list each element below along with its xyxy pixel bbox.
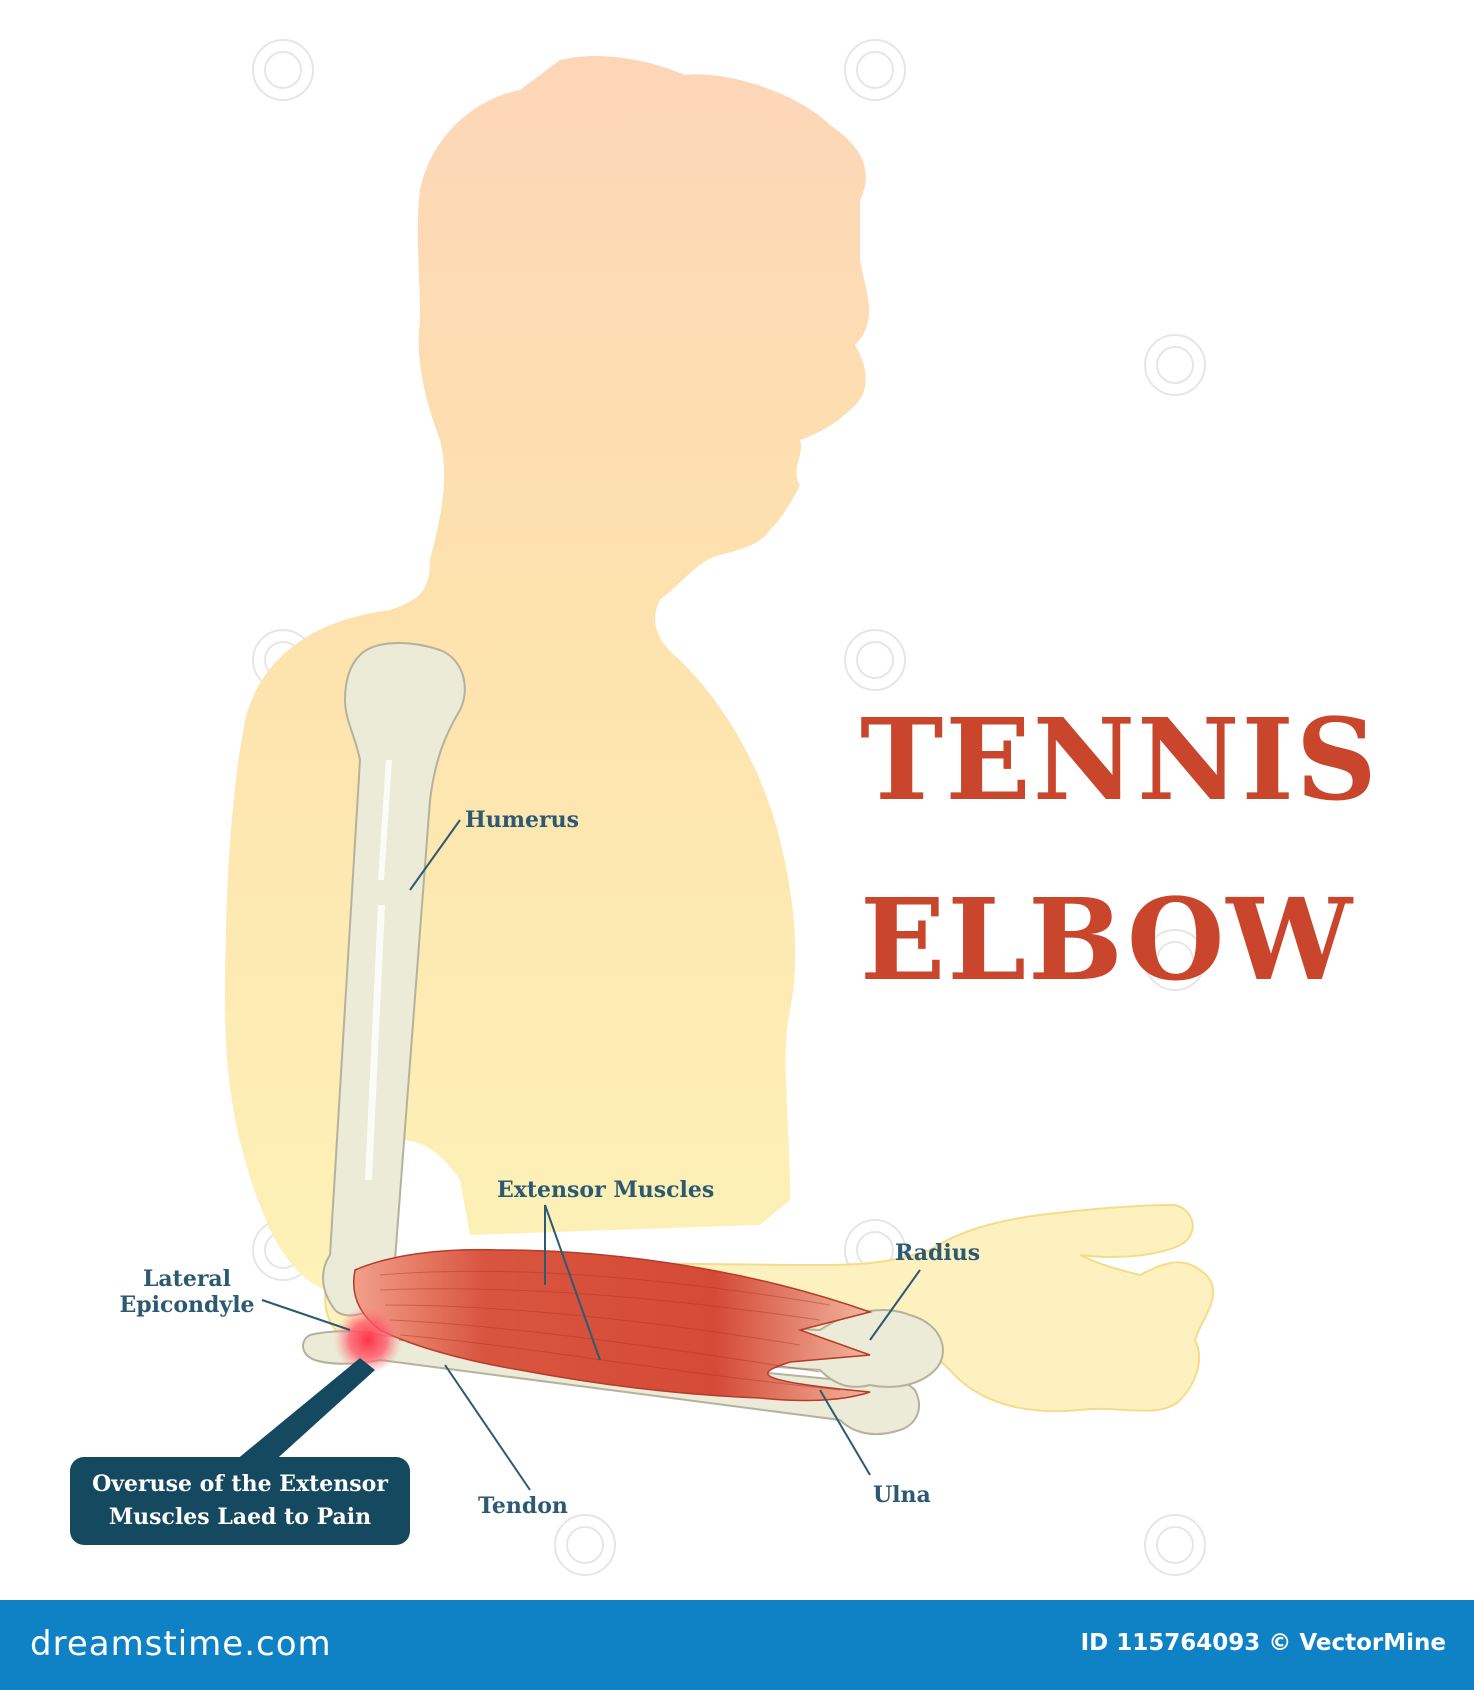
footer-image-id: ID 115764093 © VectorMine: [1080, 1630, 1446, 1656]
pain-spot: [334, 1306, 402, 1374]
label-lateral-epicondyle-line1: Lateral: [142, 1266, 232, 1292]
humerus-highlight: [365, 760, 392, 1180]
pain-callout-line2: Muscles Laed to Pain: [108, 1504, 372, 1530]
title-line-1: TENNIS: [860, 695, 1379, 826]
label-lateral-epicondyle: Lateral Epicondyle: [112, 1266, 262, 1319]
label-humerus: Humerus: [465, 807, 580, 833]
footer-bar: dreamstime.com ID 115764093 © VectorMine: [0, 1600, 1474, 1690]
pain-callout: Overuse of the Extensor Muscles Laed to …: [70, 1457, 410, 1545]
label-lateral-epicondyle-line2: Epicondyle: [119, 1292, 255, 1319]
pain-callout-line1: Overuse of the Extensor: [92, 1471, 388, 1497]
extensor-muscle: [353, 1248, 873, 1402]
body-silhouette: [225, 55, 870, 1292]
title-line-2: ELBOW: [860, 875, 1355, 1006]
label-extensor-muscles: Extensor Muscles: [497, 1177, 715, 1203]
leader-lines: [261, 819, 921, 1491]
label-radius: Radius: [895, 1240, 981, 1266]
footer-brand: dreamstime.com: [30, 1624, 332, 1664]
label-tendon: Tendon: [478, 1493, 568, 1519]
muscle-fibers: [379, 1270, 841, 1391]
callout-pointer: [230, 1358, 375, 1465]
label-ulna: Ulna: [873, 1482, 931, 1508]
